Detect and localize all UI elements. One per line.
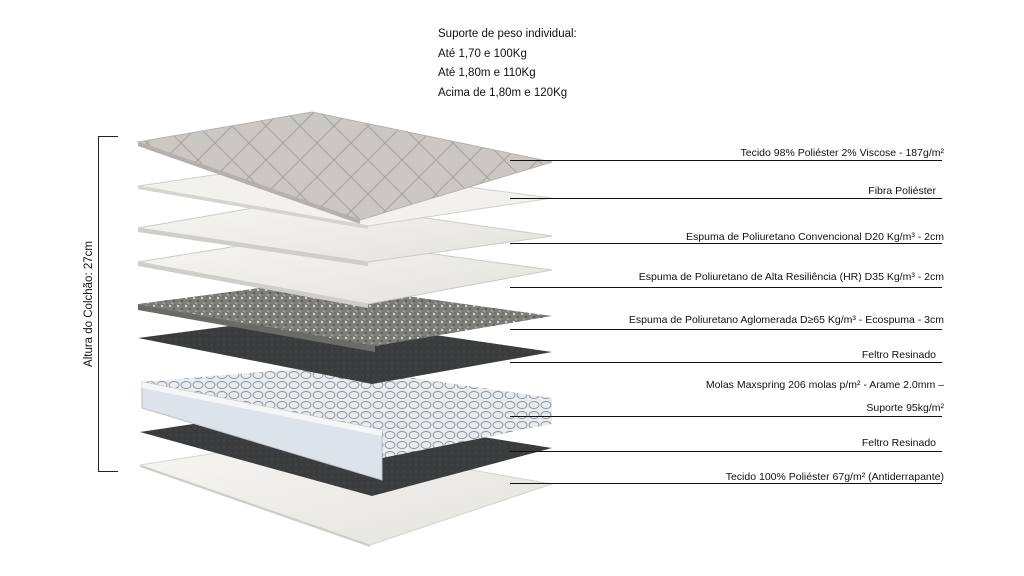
layer-molas — [141, 366, 552, 481]
leader-line — [510, 243, 942, 245]
callout-espuma-d20: Espuma de Poliuretano Convencional D20 K… — [686, 231, 944, 243]
layer-tecido-topo — [136, 111, 553, 224]
callout-tecido-topo: Tecido 98% Poliéster 2% Viscose - 187g/m… — [740, 147, 945, 159]
leader-line — [510, 287, 942, 289]
leader-line — [510, 198, 942, 200]
leader-line — [510, 362, 942, 364]
layer-espuma-aglomerada — [138, 282, 552, 352]
leader-line — [510, 160, 942, 162]
leader-line — [510, 329, 942, 331]
callout-fibra: Fibra Poliéster — [868, 185, 936, 197]
weight-support-info: Suporte de peso individual: Até 1,70 e 1… — [438, 25, 577, 103]
leader-line — [510, 416, 942, 418]
callout-molas-line1: Molas Maxspring 206 molas p/m² - Arame 2… — [705, 379, 944, 391]
leader-line — [510, 451, 942, 453]
weight-support-line: Acima de 1,80m e 120Kg — [438, 86, 568, 99]
callout-molas-line2: Suporte 95kg/m² — [866, 402, 944, 414]
weight-support-line: Até 1,80m e 110Kg — [438, 67, 536, 79]
callout-feltro-1: Feltro Resinado — [861, 349, 936, 361]
weight-support-line: Até 1,70 e 100Kg — [438, 47, 527, 60]
callout-espuma-hr: Espuma de Poliuretano de Alta Resiliênci… — [638, 271, 944, 283]
leader-line — [510, 483, 942, 485]
layer-feltro-1 — [138, 316, 552, 384]
callout-feltro-2: Feltro Resinado — [861, 437, 936, 449]
height-bracket — [98, 136, 118, 472]
weight-support-title: Suporte de peso individual: — [438, 28, 577, 40]
callout-tecido-base: Tecido 100% Poliéster 67g/m² (Antiderrap… — [725, 471, 944, 483]
callout-espuma-aglomerada: Espuma de Poliuretano Aglomerada D≥65 Kg… — [628, 314, 944, 326]
layer-espuma-d20 — [137, 199, 553, 266]
